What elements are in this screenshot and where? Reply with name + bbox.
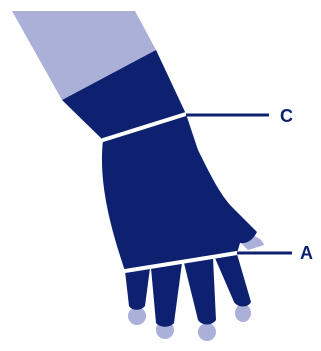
fingertip-little xyxy=(235,304,251,322)
label-a: A xyxy=(300,243,313,263)
finger-index xyxy=(125,268,150,310)
finger-little xyxy=(215,254,251,307)
finger-middle xyxy=(151,263,182,327)
label-c: C xyxy=(280,106,293,126)
glove-hand xyxy=(102,114,257,271)
finger-ring xyxy=(184,258,216,325)
fingertip-ring xyxy=(198,323,216,341)
